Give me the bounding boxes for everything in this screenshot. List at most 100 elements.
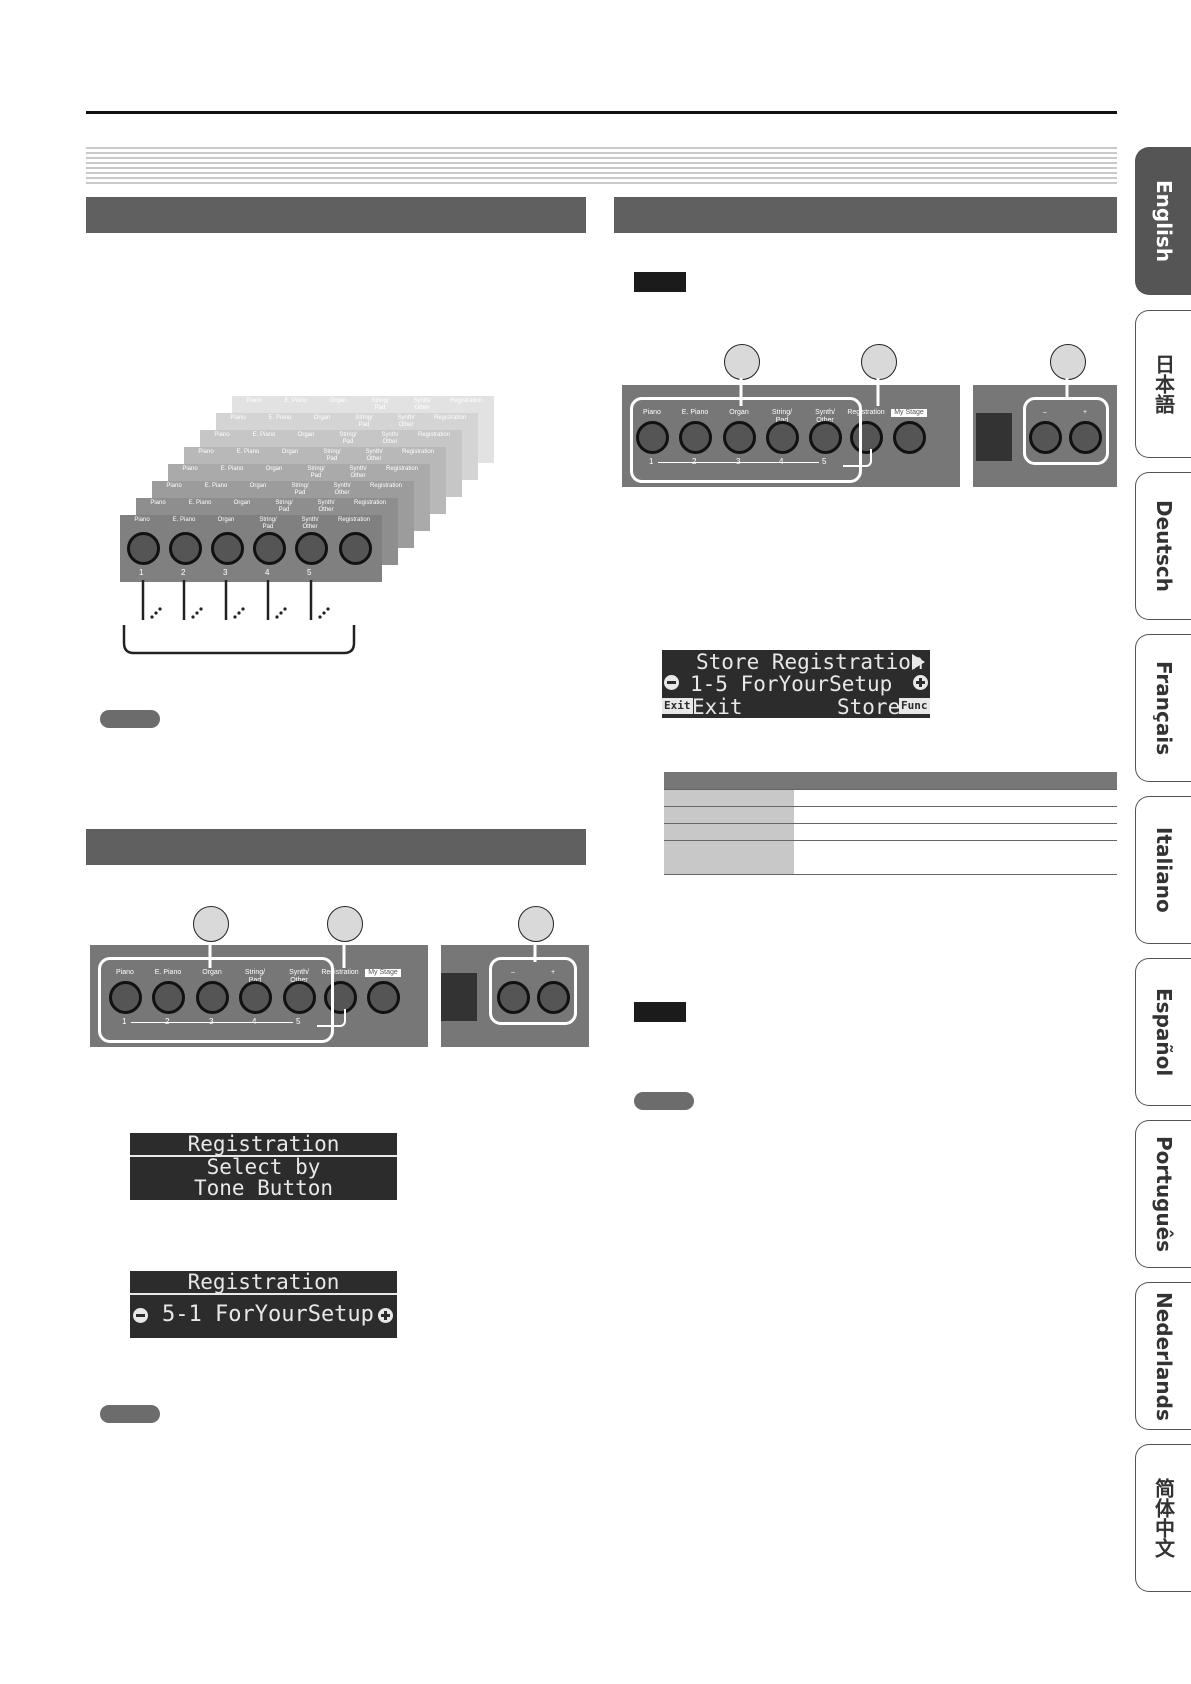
tone-label: Organ: [729, 409, 749, 416]
plus-minus-panel-recall: – +: [441, 945, 589, 1047]
plus-button[interactable]: [1069, 421, 1102, 454]
section-bar-storing: [614, 197, 1117, 233]
tone-label: Synth/ Other: [301, 517, 319, 530]
language-tab-label: Français: [1152, 660, 1176, 756]
language-tab[interactable]: 日本語: [1135, 310, 1191, 458]
language-tab[interactable]: English: [1135, 147, 1191, 295]
tone-label: E. Piano: [681, 409, 709, 416]
func-key-icon: Func: [899, 698, 930, 714]
language-tab[interactable]: Español: [1135, 958, 1191, 1106]
tone-label: Organ: [329, 398, 347, 404]
tone-button[interactable]: [127, 532, 160, 565]
language-tab-label: 简体中文: [1151, 1478, 1176, 1558]
registration-button[interactable]: [339, 532, 372, 565]
tone-label: E. Piano: [220, 466, 244, 472]
bank-number: 1: [122, 1017, 127, 1026]
tone-label: Synth/ Other: [815, 409, 835, 424]
tone-button[interactable]: [723, 421, 756, 454]
highlight-frame: [98, 957, 334, 1043]
tone-button[interactable]: [211, 532, 244, 565]
minus-icon: [133, 1308, 148, 1323]
tone-button[interactable]: [196, 981, 229, 1014]
language-tab[interactable]: Deutsch: [1135, 472, 1191, 620]
lcd-registration-recall: Registration 5-1 ForYourSetup: [130, 1271, 397, 1338]
tone-label: Organ: [217, 517, 235, 523]
tone-button[interactable]: [109, 981, 142, 1014]
bank-number: 5: [822, 457, 827, 466]
language-tab[interactable]: Português: [1135, 1120, 1191, 1268]
tone-label: String/ Pad: [291, 483, 309, 496]
note-badge-3: [634, 1092, 694, 1110]
tone-label: Piano: [150, 500, 166, 506]
bank-number: 3: [736, 457, 740, 466]
tone-button[interactable]: [239, 981, 272, 1014]
plus-icon: [378, 1308, 393, 1323]
tone-label: E. Piano: [188, 500, 212, 506]
tone-label: Organ: [265, 466, 283, 472]
minus-button[interactable]: [1029, 421, 1062, 454]
tone-label: Piano: [246, 398, 262, 404]
tone-label: E. Piano: [284, 398, 308, 404]
note-badge-2: [100, 1405, 160, 1423]
step-callout: [193, 906, 229, 942]
tone-label: Synth/ Other: [365, 449, 383, 462]
tone-label: Registration: [401, 449, 434, 455]
tone-label: E. Piano: [252, 432, 276, 438]
table-header-cell: [794, 772, 1117, 790]
bank-number: 2: [181, 568, 186, 577]
language-tab-label: Italiano: [1152, 827, 1176, 913]
my-stage-button[interactable]: [893, 421, 926, 454]
callout-leaders: [739, 378, 1069, 406]
tone-label: Organ: [281, 449, 299, 455]
table-header-cell: [664, 772, 794, 790]
tone-label: Synth/ Other: [381, 432, 399, 445]
tone-button[interactable]: [283, 981, 316, 1014]
highlight-frame: [489, 957, 577, 1025]
note-badge-1: [100, 710, 160, 728]
lcd-registration-select: Registration Select by Tone Button: [130, 1133, 397, 1200]
tone-button[interactable]: [809, 421, 842, 454]
tone-button[interactable]: [253, 532, 286, 565]
my-stage-button[interactable]: [367, 981, 400, 1014]
lcd-title: Registration: [187, 1132, 340, 1156]
table-cell: [794, 823, 1117, 841]
language-tab[interactable]: Français: [1135, 634, 1191, 782]
tone-button[interactable]: [679, 421, 712, 454]
table-cell: [664, 823, 794, 841]
tone-label: Piano: [214, 432, 230, 438]
tone-label: Organ: [297, 432, 315, 438]
bank-line: [131, 1022, 293, 1023]
tone-label: Piano: [134, 517, 150, 523]
language-tab[interactable]: Italiano: [1135, 796, 1191, 944]
lcd-line-2: 1-5 ForYourSetup: [690, 672, 893, 696]
tone-button[interactable]: [295, 532, 328, 565]
language-tab[interactable]: Nederlands: [1135, 1282, 1191, 1430]
tone-label: Synth/ Other: [397, 415, 415, 428]
step-callout: [861, 344, 897, 380]
lcd-store-registration: Store Registration 1-5 ForYourSetup Exit…: [662, 650, 930, 719]
plus-minus-panel-store: – +: [973, 385, 1117, 487]
tone-button[interactable]: [152, 981, 185, 1014]
next-arrow-icon: [912, 654, 925, 670]
lcd-title: Registration: [187, 1270, 340, 1294]
display-window: [441, 973, 477, 1021]
minus-button[interactable]: [497, 981, 530, 1014]
tone-button[interactable]: [766, 421, 799, 454]
tone-label: Synth/ Other: [333, 483, 351, 496]
table-cell: [794, 840, 1117, 875]
table-cell: [664, 806, 794, 824]
lcd-exit-label: Exit: [692, 695, 743, 719]
tone-button[interactable]: [169, 532, 202, 565]
plus-button[interactable]: [537, 981, 570, 1014]
tone-label: String/ Pad: [323, 449, 341, 462]
tone-button[interactable]: [636, 421, 669, 454]
table-cell: [664, 789, 794, 807]
lcd-line-2: 5-1 ForYourSetup: [162, 1302, 374, 1327]
language-tab-label: Nederlands: [1152, 1291, 1176, 1421]
table-cell: [664, 840, 794, 875]
language-tab[interactable]: 简体中文: [1135, 1444, 1191, 1592]
exit-key-icon: Exit: [662, 698, 693, 714]
section-bar-recalling: [86, 829, 586, 865]
